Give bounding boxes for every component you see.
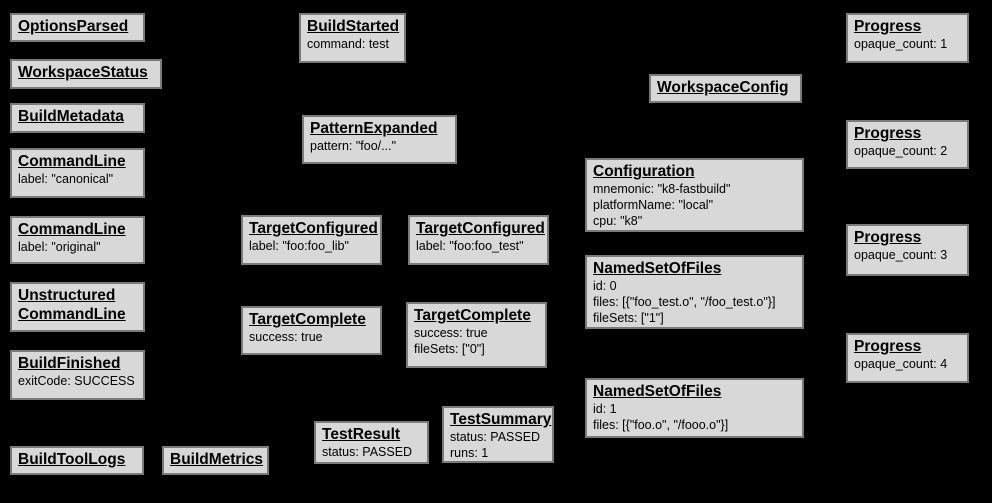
node-progress-4: Progress opaque_count: 4	[846, 333, 969, 383]
node-build-tool-logs: BuildToolLogs	[10, 446, 144, 475]
node-field: opaque_count: 1	[854, 37, 948, 51]
node-named-set-of-files-0: NamedSetOfFiles id: 0 files: [{"foo_test…	[585, 255, 804, 329]
node-title: WorkspaceStatus	[18, 64, 148, 81]
node-field: success: true	[414, 326, 488, 340]
node-field: id: 1	[593, 402, 617, 416]
node-workspace-config: WorkspaceConfig	[649, 74, 802, 103]
node-field: files: [{"foo.o", "/fooo.o"}]	[593, 418, 729, 432]
node-build-metadata: BuildMetadata	[10, 103, 145, 133]
node-field: opaque_count: 3	[854, 248, 948, 262]
node-field: files: [{"foo_test.o", "/foo_test.o"}]	[593, 295, 776, 309]
node-options-parsed: OptionsParsed	[10, 13, 145, 42]
node-named-set-of-files-1: NamedSetOfFiles id: 1 files: [{"foo.o", …	[585, 378, 804, 438]
node-field: fileSets: ["0"]	[414, 342, 485, 356]
node-field: command: test	[307, 37, 389, 51]
node-progress-3: Progress opaque_count: 3	[846, 224, 969, 276]
node-field: label: "canonical"	[18, 172, 114, 186]
node-target-configured-foo-lib: TargetConfigured label: "foo:foo_lib"	[241, 215, 382, 265]
node-title: BuildMetrics	[170, 451, 264, 468]
node-target-configured-foo-test: TargetConfigured label: "foo:foo_test"	[408, 215, 549, 265]
node-test-result: TestResult status: PASSED	[314, 421, 429, 464]
node-title: CommandLine	[18, 221, 126, 238]
node-workspace-status: WorkspaceStatus	[10, 59, 162, 89]
node-unstructured-command-line: Unstructured CommandLine	[10, 282, 145, 332]
node-title: BuildFinished	[18, 355, 121, 372]
node-field: platformName: "local"	[593, 198, 714, 212]
node-field: status: PASSED	[322, 445, 413, 459]
node-title: Progress	[854, 229, 922, 246]
node-field: opaque_count: 4	[854, 357, 948, 371]
node-title: BuildStarted	[307, 18, 400, 35]
node-configuration: Configuration mnemonic: "k8-fastbuild" p…	[585, 158, 804, 232]
node-build-metrics: BuildMetrics	[162, 446, 269, 475]
node-build-started: BuildStarted command: test	[299, 13, 406, 63]
node-title: NamedSetOfFiles	[593, 383, 722, 400]
node-field: runs: 1	[450, 446, 489, 460]
node-field: opaque_count: 2	[854, 144, 948, 158]
node-field: exitCode: SUCCESS	[18, 374, 135, 388]
node-title: TargetComplete	[414, 307, 531, 324]
node-title: Configuration	[593, 163, 695, 180]
node-field: success: true	[249, 330, 323, 344]
node-title: TargetComplete	[249, 311, 366, 328]
node-progress-2: Progress opaque_count: 2	[846, 120, 969, 169]
node-field: cpu: "k8"	[593, 214, 643, 228]
node-field: label: "foo:foo_test"	[416, 239, 524, 253]
node-title: Progress	[854, 338, 922, 355]
node-title: TargetConfigured	[416, 220, 545, 237]
node-target-complete-test: TargetComplete success: true fileSets: […	[406, 302, 547, 368]
node-field: status: PASSED	[450, 430, 541, 444]
node-title: NamedSetOfFiles	[593, 260, 722, 277]
node-title: Unstructured	[18, 287, 116, 304]
node-field: pattern: "foo/..."	[310, 139, 397, 153]
node-title: WorkspaceConfig	[657, 79, 789, 96]
node-title: OptionsParsed	[18, 18, 129, 35]
node-field: id: 0	[593, 279, 617, 293]
node-title-line2: CommandLine	[18, 306, 126, 323]
node-title: BuildToolLogs	[18, 451, 126, 468]
node-command-line-original: CommandLine label: "original"	[10, 216, 145, 264]
node-field: label: "original"	[18, 240, 101, 254]
node-title: Progress	[854, 18, 922, 35]
node-title: TargetConfigured	[249, 220, 378, 237]
node-target-complete-lib: TargetComplete success: true	[241, 306, 382, 355]
node-title: CommandLine	[18, 153, 126, 170]
node-title: TestSummary	[450, 411, 552, 428]
node-pattern-expanded: PatternExpanded pattern: "foo/..."	[302, 115, 457, 164]
node-field: mnemonic: "k8-fastbuild"	[593, 182, 731, 196]
node-field: fileSets: ["1"]	[593, 311, 664, 325]
node-progress-1: Progress opaque_count: 1	[846, 13, 969, 63]
node-build-finished: BuildFinished exitCode: SUCCESS	[10, 350, 145, 400]
node-test-summary: TestSummary status: PASSED runs: 1	[442, 406, 554, 463]
node-field: label: "foo:foo_lib"	[249, 239, 349, 253]
node-title: Progress	[854, 125, 922, 142]
node-title: TestResult	[322, 426, 401, 443]
node-title: BuildMetadata	[18, 108, 124, 125]
node-command-line-canonical: CommandLine label: "canonical"	[10, 148, 145, 198]
node-title: PatternExpanded	[310, 120, 438, 137]
